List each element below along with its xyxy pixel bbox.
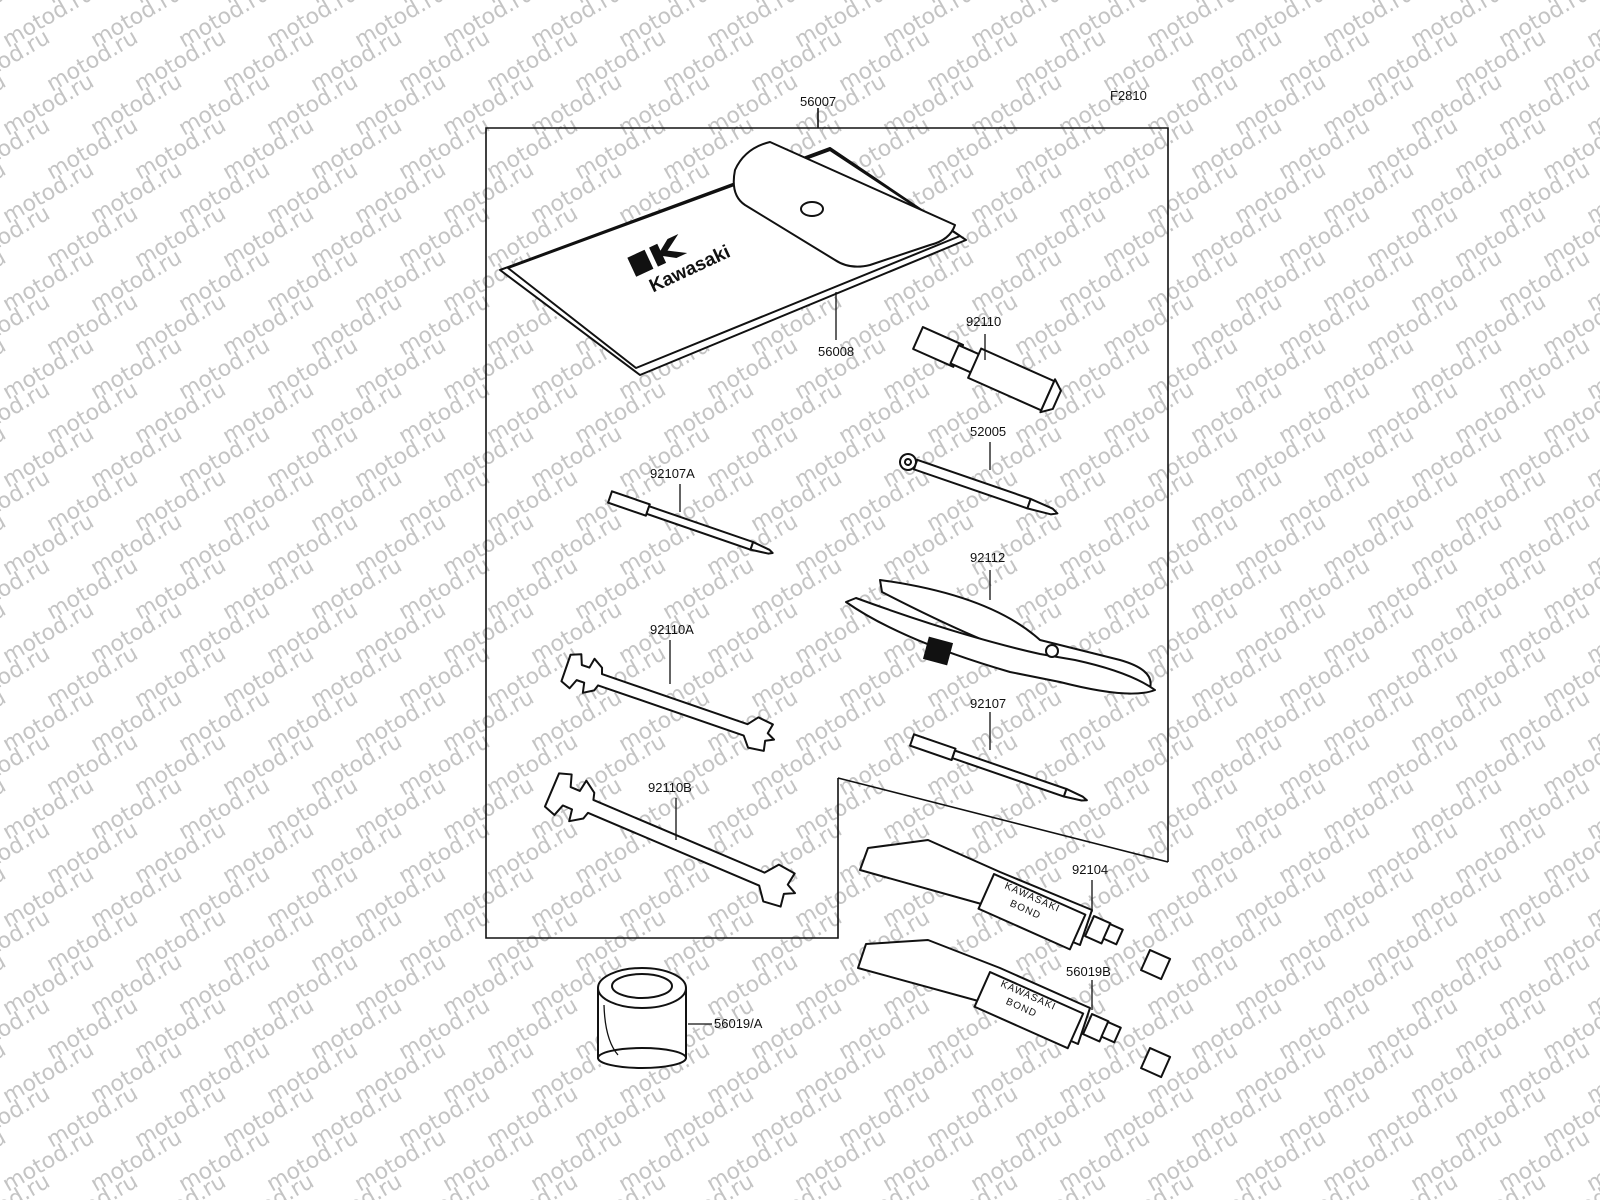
- tool-bag: Kawasaki: [499, 141, 967, 376]
- wrench-a: [560, 653, 776, 752]
- wrench-b: [543, 772, 797, 908]
- label-92104: 92104: [1072, 862, 1108, 877]
- spark-plug-wrench: [912, 326, 1062, 414]
- snap-button: [800, 201, 824, 217]
- label-92110a: 92110A: [650, 622, 694, 637]
- label-56007: 56007: [800, 94, 836, 109]
- label-92107a: 92107A: [650, 466, 695, 481]
- label-56019b: 56019B: [1066, 964, 1111, 979]
- assembly-boundary: [485, 108, 1169, 939]
- label-92110b: 92110B: [648, 780, 692, 795]
- grease-can: [597, 967, 687, 1069]
- label-92112: 92112: [970, 550, 1005, 565]
- label-92107: 92107: [970, 696, 1006, 711]
- label-52005: 52005: [970, 424, 1006, 439]
- screwdriver-handle: [899, 453, 1059, 516]
- bond-tube-b: KAWASAKI BOND: [857, 939, 1172, 1079]
- screwdriver-a: [607, 490, 774, 555]
- label-56008: 56008: [818, 344, 854, 359]
- label-56019a: 56019/A: [714, 1016, 763, 1031]
- pliers: [845, 579, 1156, 695]
- figure-code: F2810: [1110, 88, 1147, 103]
- label-92110: 92110: [966, 314, 1001, 329]
- screwdriver: [909, 733, 1088, 802]
